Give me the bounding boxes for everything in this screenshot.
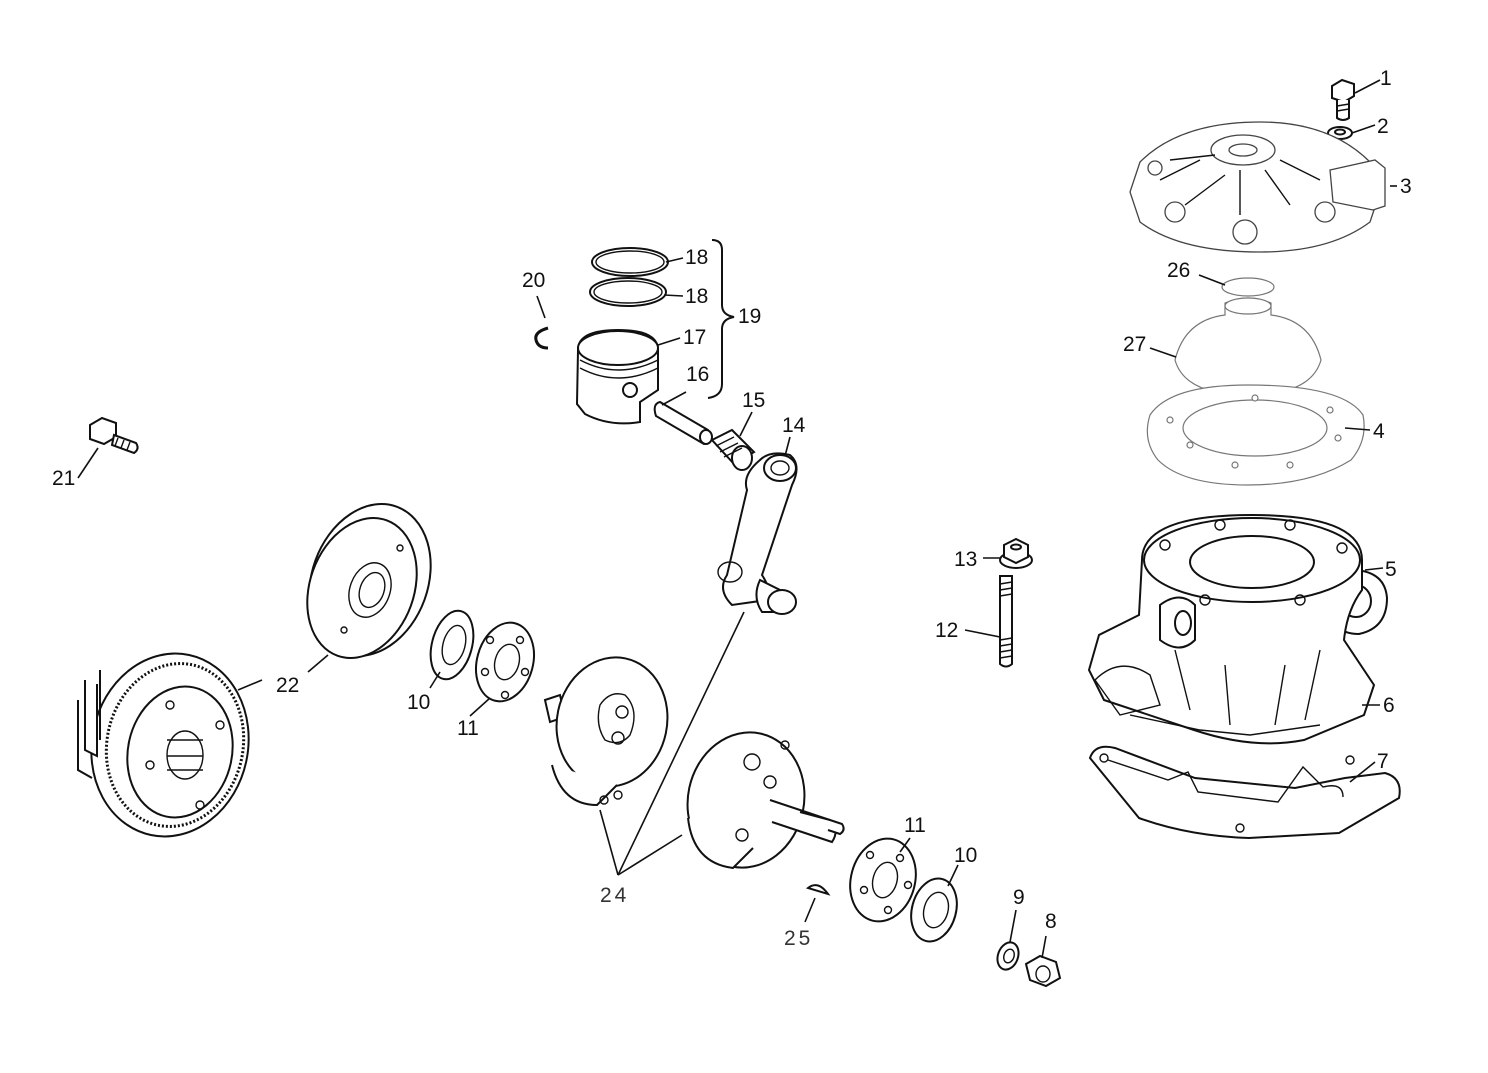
part-piston-rings (589, 247, 669, 307)
part-piston (575, 328, 659, 425)
part-bearing-left (475, 621, 535, 703)
label-2: 2 (1377, 115, 1389, 138)
part-flange-nut (999, 537, 1033, 569)
label-18-bottom: 18 (685, 285, 708, 308)
part-banjo-bolt (89, 416, 139, 455)
part-seal-left (429, 609, 475, 681)
label-8: 8 (1045, 910, 1057, 933)
label-19: 19 (738, 305, 761, 328)
label-22: 22 (276, 674, 299, 697)
part-woodruff-key (805, 884, 831, 896)
label-27: 27 (1123, 333, 1146, 356)
part-washer-crank (996, 941, 1020, 971)
label-6: 6 (1383, 694, 1395, 717)
label-10-right: 10 (954, 844, 977, 867)
label-21: 21 (52, 467, 75, 490)
part-needle-bearing (710, 428, 756, 471)
bracket-19 (707, 239, 735, 399)
label-25: 25 (784, 927, 813, 950)
part-bolt-head (1331, 78, 1355, 121)
part-bearing-right (849, 837, 917, 923)
label-15: 15 (742, 389, 765, 412)
label-16: 16 (686, 363, 709, 386)
part-head-gasket (1146, 384, 1365, 486)
label-7: 7 (1377, 750, 1389, 773)
label-5: 5 (1385, 558, 1397, 581)
part-cylinder-head-cover (1129, 121, 1386, 253)
part-crankshaft (543, 656, 845, 870)
label-4: 4 (1373, 420, 1385, 443)
part-crank-nut (1024, 954, 1062, 988)
part-flywheel (306, 503, 432, 659)
part-o-ring (1221, 277, 1275, 297)
label-24: 24 (600, 884, 629, 907)
label-26: 26 (1167, 259, 1190, 282)
label-3: 3 (1400, 175, 1412, 198)
part-piston-pin (653, 400, 713, 446)
part-head-insert (1174, 297, 1322, 396)
label-9: 9 (1013, 886, 1025, 909)
label-14: 14 (782, 414, 806, 437)
part-base-gasket (1088, 745, 1401, 840)
part-stud (999, 575, 1013, 668)
part-cylinder (1087, 513, 1376, 745)
label-12: 12 (935, 619, 958, 642)
leader-lines (77, 79, 1397, 959)
label-13: 13 (954, 548, 977, 571)
label-10-left: 10 (407, 691, 430, 714)
label-18-top: 18 (685, 246, 708, 269)
part-seal-right (910, 877, 958, 943)
label-11-left: 11 (457, 717, 479, 740)
label-17: 17 (683, 326, 706, 349)
label-11-right: 11 (904, 814, 926, 837)
part-circlip (534, 326, 549, 350)
part-connecting-rod (717, 452, 798, 615)
label-20: 20 (522, 269, 545, 292)
part-clutch-basket (77, 652, 250, 838)
label-1: 1 (1380, 67, 1392, 90)
